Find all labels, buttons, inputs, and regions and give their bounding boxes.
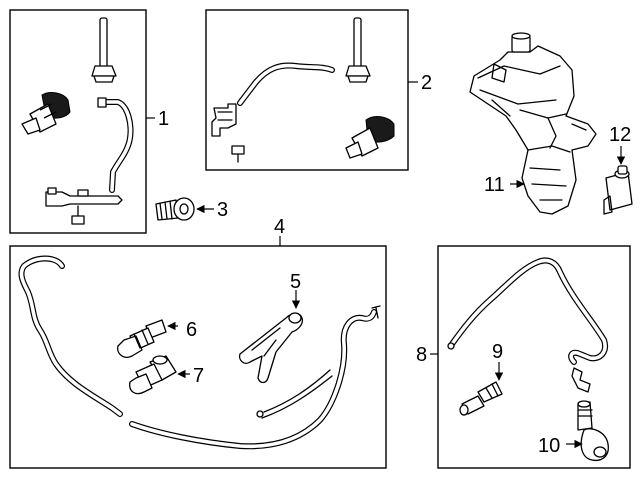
callout-6: 6 — [186, 319, 197, 341]
rear-washer-hose-icon — [447, 257, 608, 365]
nozzle-7-icon — [129, 355, 177, 395]
strap-connector-icon — [91, 17, 117, 83]
hose-icon — [237, 62, 335, 106]
callout-9: 9 — [492, 341, 503, 363]
group-8-frame — [437, 245, 631, 469]
grommet-plug-icon — [155, 197, 195, 221]
callout-2: 2 — [421, 72, 432, 94]
group-4-frame — [9, 245, 387, 469]
callout-5: 5 — [290, 271, 301, 293]
group-1: 1 — [9, 9, 169, 234]
level-sensor-icon — [603, 165, 633, 215]
group-2-frame — [205, 9, 409, 171]
callout-12: 12 — [609, 124, 631, 146]
callout-3: 3 — [217, 199, 228, 221]
group-2: 2 — [205, 9, 432, 171]
group-1-frame — [9, 9, 147, 234]
callout-4: 4 — [274, 216, 285, 238]
elbow-connector-icon — [571, 367, 591, 393]
washer-reservoir-icon — [469, 32, 597, 215]
bracket-connector-icon — [211, 103, 245, 163]
pump-nozzle-icon — [21, 92, 71, 135]
group-8: 8 9 10 — [416, 245, 631, 469]
callout-8: 8 — [416, 344, 427, 366]
rear-nozzle-icon — [577, 400, 609, 462]
callout-10: 10 — [538, 435, 560, 457]
callout-11: 11 — [484, 174, 505, 196]
group-4: 4 5 6 — [9, 216, 387, 469]
reservoir-assembly: 11 12 — [469, 32, 633, 215]
y-connector-icon — [238, 312, 304, 384]
pump-nozzle-icon — [345, 116, 395, 159]
item-3: 3 — [155, 197, 228, 221]
washer-hose-icon — [18, 255, 381, 450]
callout-7: 7 — [193, 365, 204, 387]
nozzle-6-icon — [117, 319, 167, 358]
inline-connector-icon — [459, 381, 503, 416]
callout-1: 1 — [158, 108, 169, 130]
strap-connector-icon — [345, 17, 371, 83]
hose-with-sensor-icon — [45, 97, 134, 225]
